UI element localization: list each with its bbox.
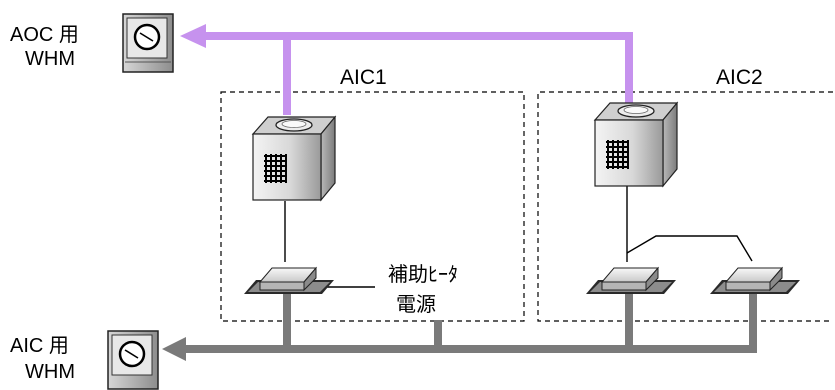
- control-wiring: [284, 186, 753, 288]
- aic2-label: AIC2: [716, 66, 763, 89]
- aic1-boundary: [220, 91, 525, 322]
- aic-meter-label-line2: WHM: [25, 361, 75, 383]
- aoc-meter-label-line2: WHM: [25, 48, 75, 70]
- aic2-boundary: [537, 91, 833, 322]
- indoor-unit-aic2-b-icon: [710, 266, 800, 294]
- aoc-meter-label-line1: AOC 用: [10, 24, 79, 46]
- heater-power-label-line2: 電源: [396, 294, 436, 316]
- outdoor-unit-aic1-icon: [251, 115, 337, 202]
- outdoor-unit-aic2-icon: [593, 101, 679, 188]
- indoor-unit-aic2-a-icon: [586, 266, 676, 294]
- aic-meter-label-line1: AIC 用: [10, 335, 69, 357]
- aic-meter-icon: [107, 330, 159, 390]
- indoor-unit-aic1-icon: [244, 266, 334, 294]
- heater-power-label-line1: 補助ﾋｰﾀ: [388, 264, 458, 286]
- aoc-meter-icon: [122, 13, 174, 73]
- aic-power-line: [162, 290, 757, 361]
- aoc-power-line: [180, 24, 633, 115]
- aic1-label: AIC1: [340, 66, 387, 89]
